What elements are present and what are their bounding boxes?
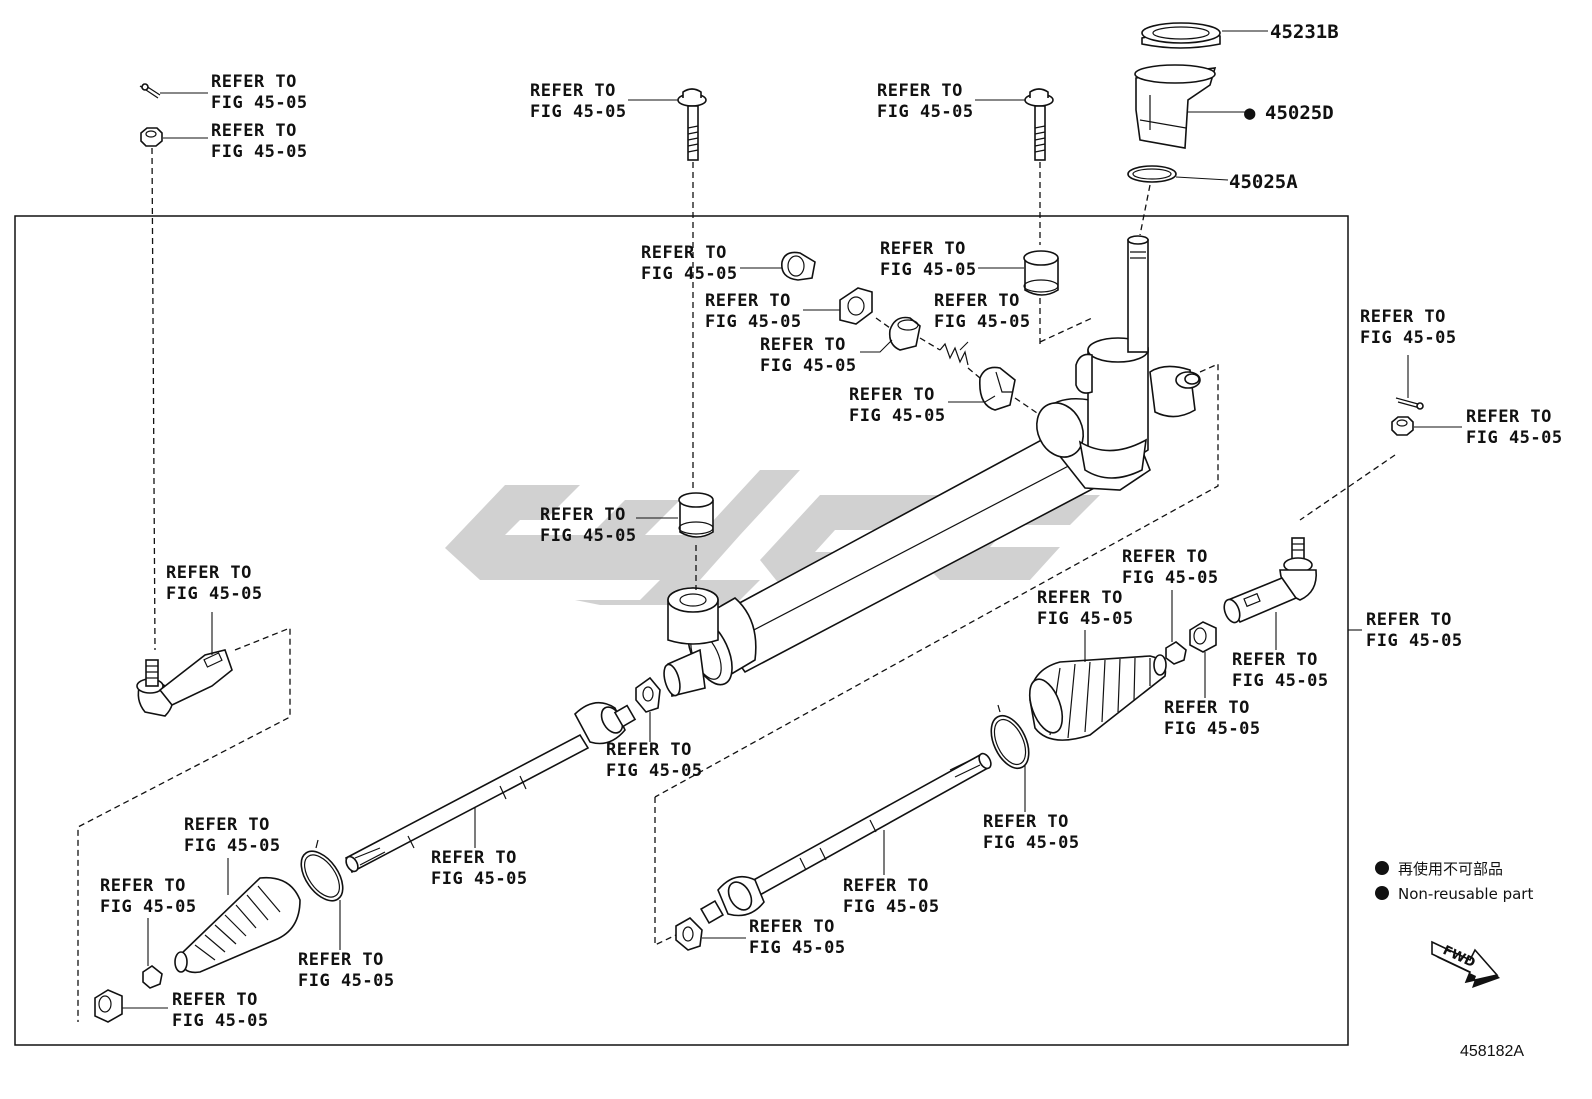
- label-rack-boot-right-1: REFER TO: [1037, 588, 1123, 608]
- label-right-frame-1: REFER TO: [1366, 610, 1452, 630]
- lock-nut-right: [1189, 621, 1217, 653]
- label-bushing-right-1: REFER TO: [880, 239, 966, 259]
- boot-clamp-left: [300, 839, 344, 902]
- label-boot-clamp-right-2: FIG 45-05: [983, 833, 1080, 853]
- cotter-pin-right: [1395, 397, 1424, 410]
- label-cotter-pin-left-2: FIG 45-05: [211, 93, 308, 113]
- rack-boot-right: [1028, 654, 1167, 741]
- label-bushing-left-1: REFER TO: [540, 505, 626, 525]
- tie-rod-end-right: [1223, 537, 1317, 624]
- boot-clamp-right: [990, 704, 1030, 770]
- label-yoke-plug-2: FIG 45-05: [760, 356, 857, 376]
- label-nut-right-2: FIG 45-05: [1466, 428, 1563, 448]
- label-boot-clip-right-1: REFER TO: [1122, 547, 1208, 567]
- part-number-45025d: 45025D: [1265, 102, 1334, 124]
- rack-guide-yoke: [978, 366, 1016, 411]
- label-nut-left-1: REFER TO: [211, 121, 297, 141]
- label-inner-tie-rod-right-2: FIG 45-05: [843, 897, 940, 917]
- label-lock-nut-left-1: REFER TO: [172, 990, 258, 1010]
- steering-rack-housing: [663, 235, 1201, 697]
- lock-nut-left: [94, 989, 123, 1023]
- label-cotter-pin-right-1: REFER TO: [1360, 307, 1446, 327]
- label-rack-boot-left-1: REFER TO: [184, 815, 270, 835]
- label-bushing-left-2: FIG 45-05: [540, 526, 637, 546]
- part-number-45025a: 45025A: [1229, 171, 1298, 193]
- label-tie-rod-end-right-2: FIG 45-05: [1232, 671, 1329, 691]
- mounting-bolt-right: [1024, 88, 1054, 161]
- non-reusable-marker: ●: [1244, 102, 1256, 124]
- inner-tie-rod-left: [344, 701, 637, 874]
- label-inner-tie-rod-left-1: REFER TO: [431, 848, 517, 868]
- boot-clip-left: [142, 965, 163, 989]
- mounting-bolt-left: [677, 88, 707, 161]
- claw-washer-right: [675, 917, 703, 951]
- label-yoke-plug-1: REFER TO: [760, 335, 846, 355]
- label-boot-clamp-left-1: REFER TO: [298, 950, 384, 970]
- label-bolt-left-1: REFER TO: [530, 81, 616, 101]
- label-tie-rod-end-right-1: REFER TO: [1232, 650, 1318, 670]
- label-inner-tie-rod-left-2: FIG 45-05: [431, 869, 528, 889]
- label-right-frame-2: FIG 45-05: [1366, 631, 1463, 651]
- tie-rod-end-left: [136, 649, 233, 717]
- label-yoke-2: FIG 45-05: [849, 406, 946, 426]
- label-bolt-right-1: REFER TO: [877, 81, 963, 101]
- label-boot-clamp-right-1: REFER TO: [983, 812, 1069, 832]
- label-bushing-right-2: FIG 45-05: [880, 260, 977, 280]
- yoke-lock-plate: [839, 287, 873, 325]
- castle-nut-right: [1391, 416, 1414, 436]
- legend-japanese: 再使用不可部品: [1398, 860, 1503, 878]
- label-bolt-left-2: FIG 45-05: [530, 102, 627, 122]
- label-lock-plate-1: REFER TO: [705, 291, 791, 311]
- label-claw-washer-left-1: REFER TO: [606, 740, 692, 760]
- castle-nut-left: [140, 127, 163, 147]
- top-ring-45231b: [1141, 22, 1221, 49]
- o-ring-45025a: [1127, 165, 1177, 183]
- cotter-pin-left: [139, 83, 161, 99]
- legend-english: Non-reusable part: [1398, 885, 1533, 903]
- label-rack-boot-right-2: FIG 45-05: [1037, 609, 1134, 629]
- label-nut-right-1: REFER TO: [1466, 407, 1552, 427]
- label-spring-2: FIG 45-05: [934, 312, 1031, 332]
- label-boot-clip-left-2: FIG 45-05: [100, 897, 197, 917]
- label-yoke-1: REFER TO: [849, 385, 935, 405]
- fwd-arrow-icon: FWD: [1431, 940, 1500, 988]
- label-cotter-pin-right-2: FIG 45-05: [1360, 328, 1457, 348]
- label-cotter-pin-left-1: REFER TO: [211, 72, 297, 92]
- label-rack-boot-left-2: FIG 45-05: [184, 836, 281, 856]
- label-claw-washer-left-2: FIG 45-05: [606, 761, 703, 781]
- label-cap-plug-2: FIG 45-05: [641, 264, 738, 284]
- label-nut-left-2: FIG 45-05: [211, 142, 308, 162]
- part-number-45231b: 45231B: [1270, 21, 1339, 43]
- figure-number: 458182A: [1460, 1043, 1524, 1060]
- yoke-plug: [888, 316, 921, 351]
- label-lock-plate-2: FIG 45-05: [705, 312, 802, 332]
- label-claw-washer-right-1: REFER TO: [749, 917, 835, 937]
- label-boot-clamp-left-2: FIG 45-05: [298, 971, 395, 991]
- cap-plug: [781, 251, 816, 281]
- label-spring-1: REFER TO: [934, 291, 1020, 311]
- rack-bushing-right: [1023, 250, 1059, 296]
- legend: 再使用不可部品 Non-reusable part: [1375, 860, 1533, 903]
- label-claw-washer-right-2: FIG 45-05: [749, 938, 846, 958]
- label-lock-nut-right-1: REFER TO: [1164, 698, 1250, 718]
- rack-boot-left: [174, 876, 301, 974]
- label-boot-clip-left-1: REFER TO: [100, 876, 186, 896]
- boot-seal-45025d: [1134, 64, 1217, 149]
- label-lock-nut-left-2: FIG 45-05: [172, 1011, 269, 1031]
- label-cap-plug-1: REFER TO: [641, 243, 727, 263]
- label-lock-nut-right-2: FIG 45-05: [1164, 719, 1261, 739]
- label-tie-rod-end-left-2: FIG 45-05: [166, 584, 263, 604]
- label-inner-tie-rod-right-1: REFER TO: [843, 876, 929, 896]
- claw-washer-left: [635, 676, 661, 713]
- label-tie-rod-end-left-1: REFER TO: [166, 563, 252, 583]
- inner-tie-rod-right: [699, 752, 992, 925]
- rack-bushing-left: [678, 492, 714, 538]
- yoke-spring: [939, 342, 969, 366]
- boot-clip-right: [1165, 641, 1187, 665]
- label-boot-clip-right-2: FIG 45-05: [1122, 568, 1219, 588]
- label-bolt-right-2: FIG 45-05: [877, 102, 974, 122]
